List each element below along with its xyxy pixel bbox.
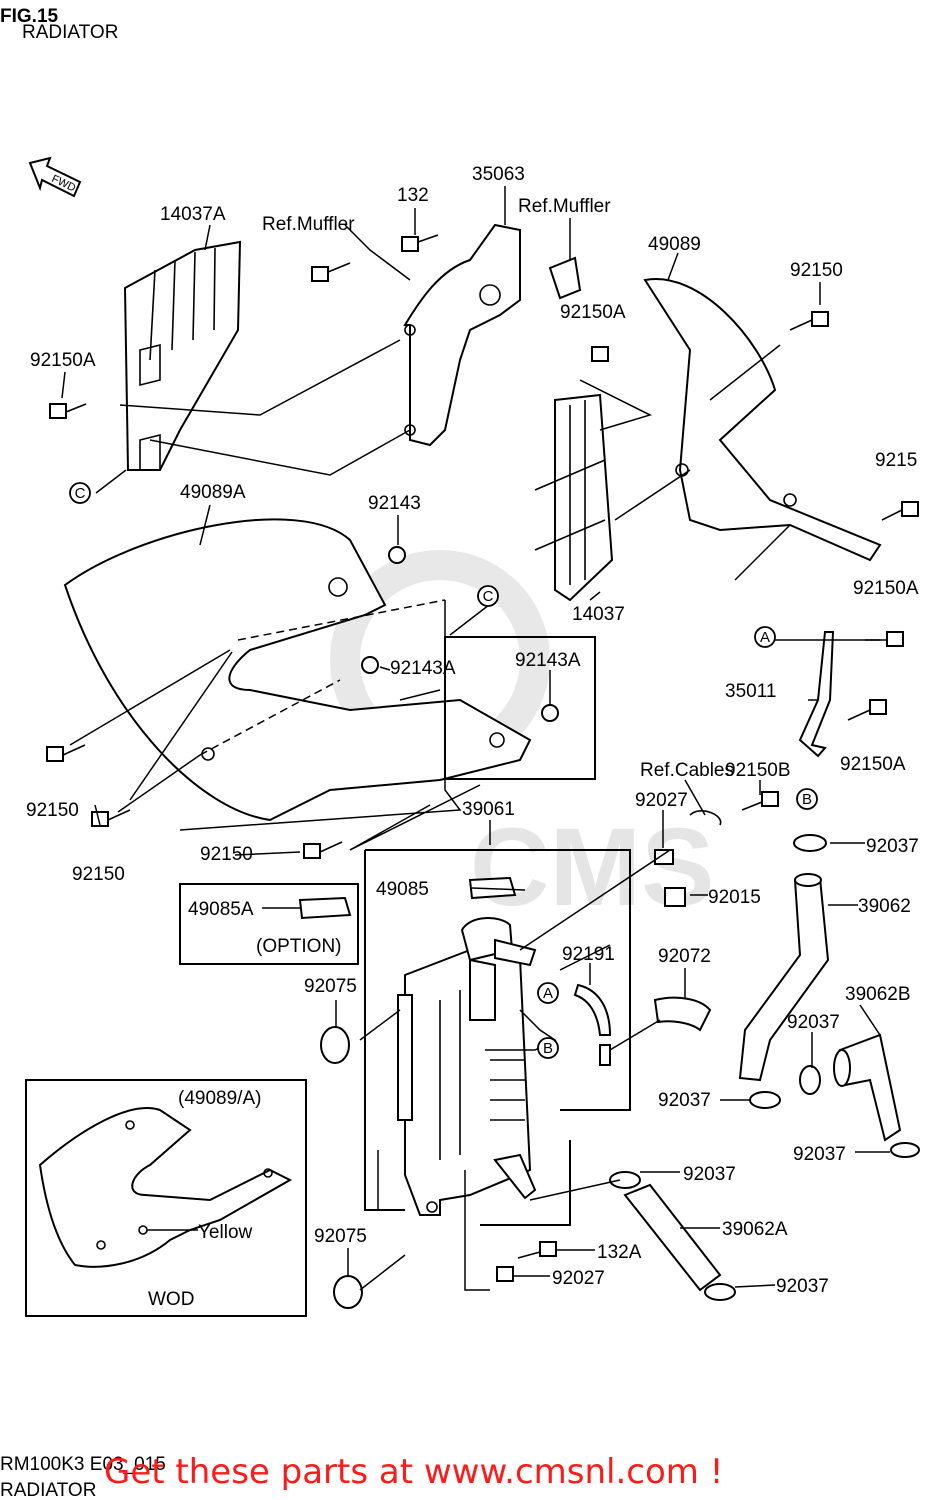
label-9215x: 9215 (875, 450, 917, 471)
label-92037-c: 92037 (658, 1090, 711, 1111)
part-49089-shroud (643, 278, 882, 562)
label-39061: 39061 (462, 799, 515, 820)
dashed-lines (199, 599, 446, 756)
label-92027-b: 92027 (552, 1268, 605, 1289)
circle-ref-A2: A (537, 982, 559, 1004)
small-parts (298, 546, 722, 1309)
label-92150-b: 92150 (26, 800, 79, 821)
label-92150A-d: 92150A (840, 754, 906, 775)
label-92143A-b: 92143A (515, 650, 581, 671)
watermark-text: CMS (470, 806, 714, 929)
svg-text:C: C (75, 485, 86, 502)
part-14037A (123, 240, 242, 471)
label-92072: 92072 (658, 946, 711, 967)
svg-text:B: B (802, 791, 812, 808)
label-92037-b: 92037 (787, 1012, 840, 1033)
fig-subtitle: RADIATOR (22, 22, 118, 43)
wod-inset: (49089/A) Yellow WOD (25, 1079, 307, 1317)
label-92037-e: 92037 (683, 1164, 736, 1185)
label-92037-a: 92037 (866, 836, 919, 857)
label-92150-a: 92150 (790, 260, 843, 281)
label-49089: 49089 (648, 234, 701, 255)
label-35063: 35063 (472, 164, 525, 185)
part-39062B-hose (833, 1033, 902, 1142)
label-39062B: 39062B (845, 984, 911, 1005)
svg-text:B: B (543, 1040, 553, 1057)
label-92191: 92191 (562, 944, 615, 965)
label-ref-muffler-2: Ref.Muffler (518, 196, 611, 217)
part-35011-stay (798, 631, 835, 758)
label-92037-f: 92037 (776, 1276, 829, 1297)
detail-box (444, 636, 596, 780)
part-92191-tube (573, 983, 612, 1036)
label-ref-cables: Ref.Cables (640, 760, 734, 781)
fig-number: FIG.15 (0, 6, 59, 27)
fwd-arrow-icon: FWD (28, 156, 82, 198)
label-92037-d: 92037 (793, 1144, 846, 1165)
label-92143A-a: 92143A (390, 658, 456, 679)
label-92150A-a: 92150A (560, 302, 626, 323)
label-49089A: 49089A (180, 482, 246, 503)
label-92150B: 92150B (725, 760, 791, 781)
svg-text:C: C (483, 588, 494, 605)
part-49089A-shroud (63, 518, 532, 822)
circle-ref-A1: A (754, 626, 776, 648)
label-35011: 35011 (725, 681, 776, 702)
label-ref-muffler-1: Ref.Muffler (262, 214, 355, 235)
part-35063-bracket (403, 223, 582, 447)
label-39062: 39062 (858, 896, 911, 917)
option-inset: 49085A (OPTION) (179, 883, 359, 965)
bolt-icon-group (46, 234, 919, 1282)
part-39062-hose (738, 873, 830, 1082)
label-92027-a: 92027 (635, 790, 688, 811)
circle-ref-B1: B (796, 788, 818, 810)
wod-caption: WOD (148, 1289, 194, 1310)
label-92143: 92143 (368, 493, 421, 514)
wod-header: (49089/A) (178, 1088, 261, 1109)
option-part-label: 49085A (188, 899, 254, 920)
label-92150A-c: 92150A (853, 578, 919, 599)
label-132: 132 (397, 185, 429, 206)
label-49085: 49085 (376, 879, 429, 900)
part-14037-grill (534, 393, 614, 602)
part-39061-radiator (397, 917, 537, 1216)
label-92150A-b: 92150A (30, 350, 96, 371)
svg-text:A: A (543, 985, 553, 1002)
label-92015: 92015 (708, 887, 761, 908)
footer-code: RM100K3 E03_015 (0, 1454, 166, 1475)
label-92075-b: 92075 (314, 1226, 367, 1247)
svg-text:A: A (760, 629, 770, 646)
label-39062A: 39062A (722, 1219, 788, 1240)
circle-ref-C2: C (477, 585, 499, 607)
part-39062A-hose (623, 1183, 722, 1292)
circle-ref-C1: C (69, 482, 91, 504)
promo-banner-link[interactable]: Get these parts at www.cmsnl.com ! (104, 1452, 724, 1492)
option-note: (OPTION) (256, 936, 342, 957)
part-labels: 14037A Ref.Muffler 132 35063 Ref.Muffler… (26, 164, 919, 1297)
label-14037: 14037 (572, 604, 625, 625)
label-92075-a: 92075 (304, 976, 357, 997)
label-132A: 132A (597, 1242, 642, 1263)
label-14037A: 14037A (160, 204, 226, 225)
label-92150-c: 92150 (72, 864, 125, 885)
label-92150-d: 92150 (200, 844, 253, 865)
footer-name: RADIATOR (0, 1480, 96, 1500)
wod-color-label: Yellow (198, 1222, 253, 1243)
circle-ref-B2: B (537, 1037, 559, 1059)
clamp-icon-group (609, 834, 920, 1301)
